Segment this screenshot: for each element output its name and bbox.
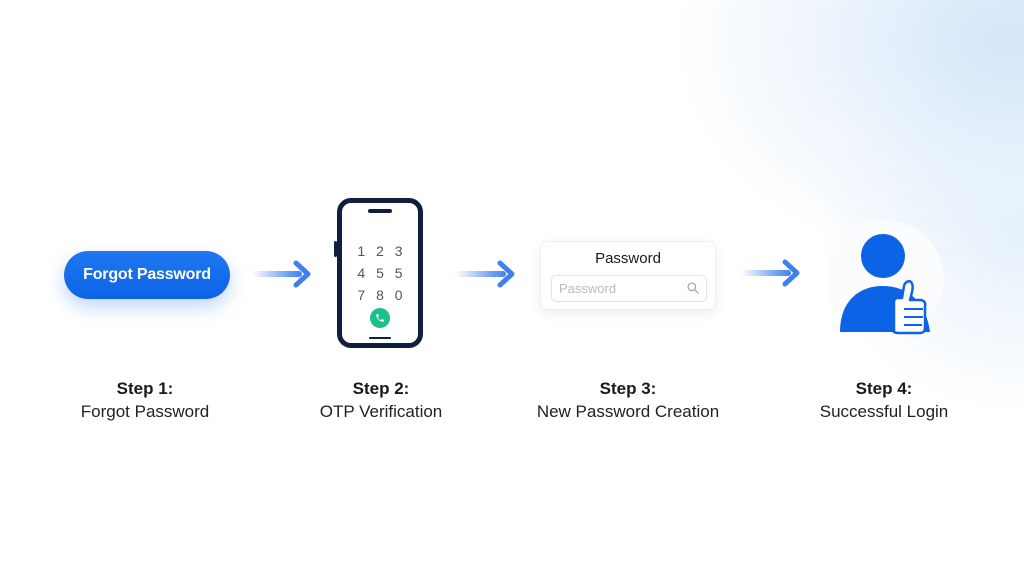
keypad-key[interactable]: 7 <box>357 287 366 303</box>
arrow-right-icon <box>252 260 311 288</box>
forgot-password-button[interactable]: Forgot Password <box>64 251 230 299</box>
new-password-card: Password <box>540 241 716 310</box>
keypad-key[interactable]: 2 <box>376 243 384 259</box>
step-3-label: Step 3: New Password Creation <box>518 378 738 424</box>
step-description: New Password Creation <box>536 402 720 421</box>
step-description: OTP Verification <box>319 402 443 421</box>
phone-illustration: 1 2 3 4 5 5 7 8 0 <box>334 198 423 348</box>
keypad-key[interactable]: 8 <box>376 287 384 303</box>
step-4-label: Step 4: Successful Login <box>774 378 994 424</box>
step-2-label: Step 2: OTP Verification <box>271 378 491 424</box>
user-thumbs-up-icon <box>840 234 930 335</box>
keypad-key[interactable]: 3 <box>394 243 403 259</box>
call-button[interactable] <box>370 308 390 328</box>
keypad-key[interactable]: 5 <box>376 265 384 281</box>
password-card-title: Password <box>595 250 661 267</box>
step-1-label: Step 1: Forgot Password <box>35 378 255 424</box>
step-description: Successful Login <box>819 402 949 421</box>
password-input[interactable] <box>551 275 707 302</box>
keypad-key[interactable]: 4 <box>357 265 366 281</box>
step-number: Step 3: <box>599 379 657 398</box>
step-description: Forgot Password <box>80 402 210 421</box>
keypad-key[interactable]: 0 <box>394 287 403 303</box>
keypad-key[interactable]: 5 <box>394 265 403 281</box>
arrow-right-icon <box>741 259 800 287</box>
keypad-key[interactable]: 1 <box>357 243 366 259</box>
forgot-password-button-label: Forgot Password <box>83 266 211 283</box>
phone-home-indicator <box>369 337 391 339</box>
phone-speaker <box>368 209 392 213</box>
step-number: Step 1: <box>116 379 174 398</box>
search-icon[interactable] <box>686 281 700 295</box>
step-number: Step 2: <box>352 379 410 398</box>
otp-keypad: 1 2 3 4 5 5 7 8 0 <box>352 243 408 303</box>
phone-side-button <box>334 241 337 257</box>
phone-call-icon <box>376 314 384 322</box>
step-number: Step 4: <box>855 379 913 398</box>
arrow-right-icon <box>456 260 515 288</box>
